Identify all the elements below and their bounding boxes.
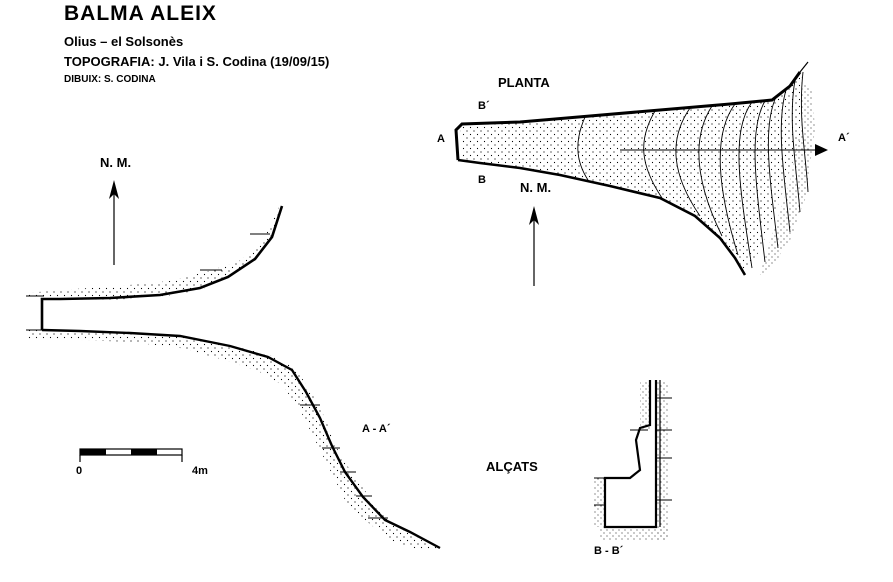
cave-title: BALMA ALEIX (64, 2, 217, 25)
cross-section-view (594, 380, 672, 540)
location-text: Olius – el Solsonès (64, 34, 184, 49)
plan-contour-lines (577, 71, 809, 269)
cross-section-label: B - B´ (594, 545, 624, 557)
cross-section-outline (603, 380, 658, 529)
plan-view (454, 61, 828, 286)
plan-floor-stipple (460, 75, 800, 272)
section-roof-line (40, 205, 284, 330)
plan-north-arrow-icon (529, 206, 539, 225)
plan-upper-wall (454, 71, 802, 161)
elevations-heading: ALÇATS (486, 459, 538, 474)
scale-bar (79, 448, 183, 462)
plan-north-label: N. M. (520, 180, 552, 195)
section-floor-line (41, 328, 441, 550)
plan-heading: PLANTA (498, 75, 550, 90)
section-ticks (26, 233, 388, 519)
topography-credit: TOPOGRAFIA: J. Vila i S. Codina (19/09/1… (64, 54, 330, 69)
section-floor-stipple (28, 330, 440, 550)
plan-label-b2: B´ (478, 100, 490, 112)
section-north-arrow-icon (109, 180, 119, 199)
plan-label-a2: A´ (838, 132, 850, 144)
section-view (26, 180, 441, 550)
section-roof-stipple (28, 204, 282, 302)
plan-label-b: B (478, 174, 486, 186)
profile-label: A - A´ (362, 423, 391, 435)
plan-lower-wall (457, 158, 747, 276)
plan-axis-arrow-icon (815, 144, 828, 156)
plan-label-a: A (437, 133, 445, 145)
scale-start-label: 0 (76, 465, 83, 477)
scale-end-label: 4m (192, 465, 208, 477)
drawing-credit: DIBUIX: S. CODINA (64, 74, 156, 85)
section-north-label: N. M. (100, 155, 132, 170)
plan-entrance-stipple (760, 75, 815, 275)
